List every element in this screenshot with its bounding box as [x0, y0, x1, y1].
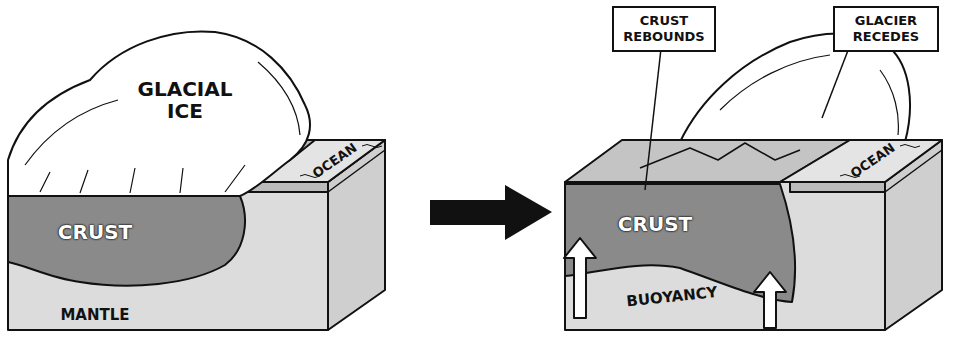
ice-label: GLACIAL ICE: [130, 78, 240, 122]
callout-text: CRUST REBOUNDS: [620, 13, 708, 44]
mountain-ridge: [640, 143, 800, 168]
mantle-front: [8, 182, 328, 330]
callout-box: GLACIER RECEDES: [833, 6, 939, 52]
time-arrow: [430, 185, 552, 240]
ocean-layer: [790, 182, 885, 192]
callout-box: CRUST REBOUNDS: [612, 6, 716, 52]
ocean-layer-side: [885, 150, 942, 192]
buoyancy-arrow: [754, 272, 786, 328]
mantle-label: MANTLE: [40, 307, 150, 324]
crust-depressed: [8, 196, 245, 286]
buoyancy-arrow: [564, 238, 596, 318]
crust-label: CRUST: [600, 213, 710, 235]
glacial-ice: [8, 31, 310, 196]
leader-line: [645, 40, 662, 190]
left-block: [8, 31, 385, 330]
crust-label: CRUST: [40, 221, 150, 243]
ice-contours: [720, 55, 898, 135]
mantle-front: [565, 182, 885, 330]
ice-contours: [25, 62, 300, 193]
right-block: [564, 33, 942, 330]
callout-text: GLACIER RECEDES: [841, 13, 931, 44]
